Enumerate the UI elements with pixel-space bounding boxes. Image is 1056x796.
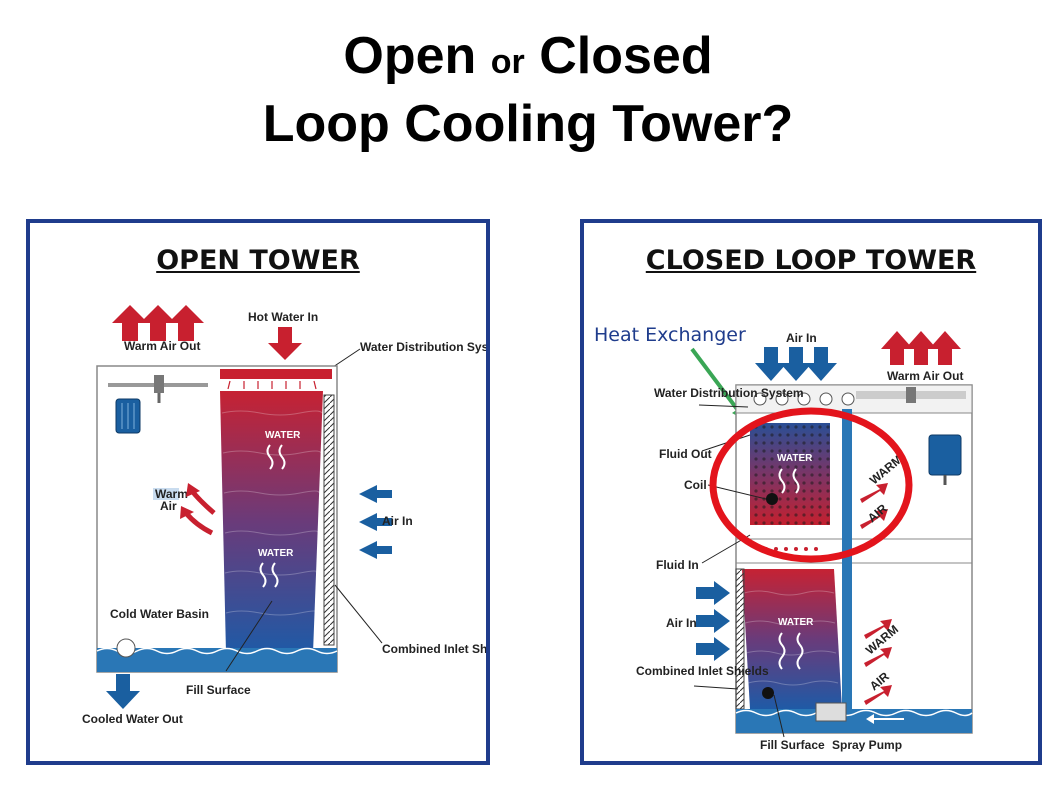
warm-air-arrows-lower xyxy=(864,619,892,705)
page-title-line1: Open or Closed xyxy=(0,26,1056,86)
water-fill-label: WATER xyxy=(778,617,814,628)
air-in-top-arrows xyxy=(755,347,837,381)
air-in-label: Air In xyxy=(382,514,413,528)
water-distribution-label-1: Water Distribution System xyxy=(360,340,486,354)
coil-dot xyxy=(766,493,778,505)
water-distribution-closed-label: Water Distribution System xyxy=(654,386,804,400)
fluid-out-label: Fluid Out xyxy=(659,447,712,461)
fill-surface-label: Fill Surface xyxy=(186,683,251,697)
closed-loop-tower-diagram: Heat Exchanger Air In Warm Air Out xyxy=(594,324,973,752)
warm-air-label-1: Warm xyxy=(155,487,188,501)
spray-pump-icon xyxy=(815,702,847,722)
cold-water-basin-label: Cold Water Basin xyxy=(110,607,209,621)
air-in-side-label: Air In xyxy=(666,616,697,630)
motor-icon xyxy=(928,434,962,476)
cold-water-basin xyxy=(97,648,337,672)
warm-air-label-2: Air xyxy=(160,499,177,513)
closed-loop-tower-panel: CLOSED LOOP TOWER Heat Exchanger xyxy=(580,219,1042,765)
spray-pump-label: Spray Pump xyxy=(832,738,902,752)
warm-air-out-arrows xyxy=(112,305,204,341)
closed-loop-tower-heading: CLOSED LOOP TOWER xyxy=(645,245,977,276)
heat-exchanger-label: Heat Exchanger xyxy=(594,324,746,346)
hot-water-in-label: Hot Water In xyxy=(248,310,318,324)
fill-surface-closed-label: Fill Surface xyxy=(760,738,825,752)
page-title-line2: Loop Cooling Tower? xyxy=(262,95,794,153)
cooled-water-out-arrow xyxy=(106,674,140,709)
air-in-top-label: Air In xyxy=(786,331,817,345)
title-open: Open xyxy=(343,27,477,85)
coil-label: Coil xyxy=(684,478,707,492)
cooled-water-out-label: Cooled Water Out xyxy=(82,712,183,726)
heat-exchanger-highlight xyxy=(709,407,913,563)
title-or: or xyxy=(490,43,525,81)
closed-fill-media xyxy=(742,569,842,709)
fan-icon xyxy=(108,375,208,403)
water-coil-label: WATER xyxy=(777,453,813,464)
warm-air-out-arrows-closed xyxy=(881,331,961,365)
open-tower-heading: OPEN TOWER xyxy=(156,245,360,276)
riser-pipe xyxy=(842,409,852,709)
open-tower-diagram: Warm Air Out Hot Water In Water Distribu… xyxy=(82,305,486,726)
open-tower-panel: OPEN TOWER Warm Air Out Hot Water In Wat… xyxy=(26,219,490,765)
air-in-arrows xyxy=(359,485,392,559)
open-fill-media xyxy=(220,391,323,653)
water-bottom-label: WATER xyxy=(258,548,294,559)
warm-air-out-label: Warm Air Out xyxy=(124,339,200,353)
combined-inlet-shields-closed-label: Combined Inlet Shields xyxy=(636,664,769,678)
water-top-label: WATER xyxy=(265,430,301,441)
inlet-shields xyxy=(323,394,335,646)
motor-icon xyxy=(115,398,141,434)
title-closed: Closed xyxy=(539,27,713,85)
fluid-in-label: Fluid In xyxy=(656,558,699,572)
air-in-side-arrows xyxy=(696,581,730,661)
combined-inlet-shields-label: Combined Inlet Shields xyxy=(382,642,486,656)
warm-air-arrows-upper xyxy=(860,483,888,529)
hot-water-in-arrow xyxy=(268,327,302,360)
warm-air-out-closed-label: Warm Air Out xyxy=(887,369,963,383)
